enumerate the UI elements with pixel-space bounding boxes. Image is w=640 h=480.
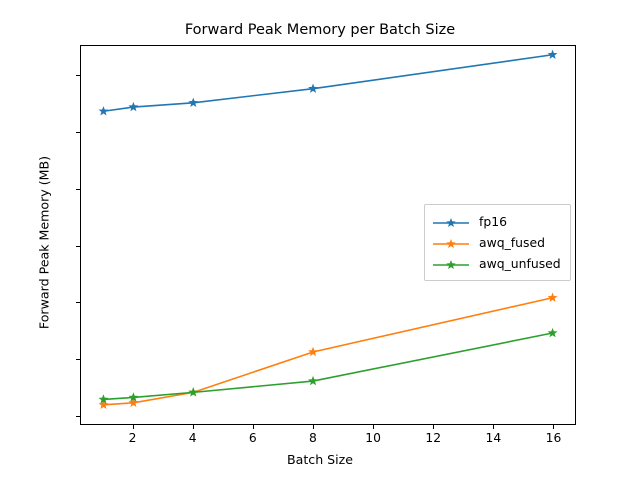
y-tick-mark — [76, 302, 80, 304]
legend-line-sample — [432, 257, 470, 271]
data-point-marker — [128, 392, 139, 402]
legend-label: awq_fused — [479, 235, 545, 250]
data-point-marker — [128, 101, 139, 112]
series-line — [103, 296, 553, 406]
x-tick-mark — [373, 425, 375, 429]
data-point-marker — [98, 394, 109, 404]
y-axis-label: Forward Peak Memory (MB) — [36, 155, 52, 330]
data-point-marker — [188, 387, 199, 397]
series-line — [103, 332, 553, 401]
x-tick-label: 14 — [485, 431, 502, 445]
x-tick-label: 8 — [309, 431, 317, 445]
x-tick-mark — [192, 425, 194, 429]
y-tick-mark — [76, 131, 80, 133]
data-point-marker — [547, 292, 558, 302]
data-point-marker — [308, 346, 318, 357]
data-point-marker — [547, 49, 558, 59]
legend-line-sample — [432, 236, 470, 250]
data-point-marker — [98, 106, 109, 116]
x-tick-mark — [553, 425, 555, 429]
x-axis-label: Batch Size — [286, 452, 354, 467]
x-tick-label: 6 — [248, 431, 257, 445]
y-tick-mark — [76, 245, 80, 247]
x-tick-mark — [493, 425, 495, 429]
legend-item-awq_unfused[interactable]: awq_unfused — [432, 253, 561, 274]
data-point-marker — [547, 327, 558, 338]
x-tick-label: 12 — [425, 431, 442, 445]
plot-area — [80, 45, 576, 425]
x-tick-label: 10 — [365, 431, 381, 445]
legend-item-fp16[interactable]: fp16 — [432, 211, 561, 232]
data-point-marker — [98, 399, 109, 409]
x-tick-label: 4 — [188, 431, 197, 445]
x-tick-mark — [252, 425, 254, 429]
y-tick-mark — [76, 415, 80, 417]
legend-item-awq_fused[interactable]: awq_fused — [432, 232, 561, 253]
series-fp16 — [98, 49, 558, 116]
x-tick-label: 16 — [545, 431, 562, 445]
series-awq_fused — [98, 292, 558, 409]
x-tick-mark — [132, 425, 134, 429]
series-awq_unfused — [98, 327, 558, 404]
series-line — [103, 53, 553, 113]
legend-label: fp16 — [479, 214, 507, 229]
data-point-marker — [308, 375, 318, 386]
y-tick-mark — [76, 75, 80, 77]
legend-line-sample — [432, 215, 470, 229]
legend: fp16 awq_fused awq_unfused — [424, 204, 571, 281]
data-point-marker — [188, 97, 199, 107]
y-tick-mark — [76, 188, 80, 190]
x-tick-label: 2 — [128, 431, 137, 445]
series-lines-svg — [98, 49, 558, 409]
data-point-marker — [308, 83, 318, 93]
y-tick-mark — [76, 359, 80, 361]
x-tick-mark — [433, 425, 435, 429]
data-point-marker — [128, 397, 139, 407]
x-tick-mark — [312, 425, 314, 429]
chart-title: Forward Peak Memory per Batch Size — [184, 22, 456, 38]
legend-label: awq_unfused — [479, 256, 561, 271]
